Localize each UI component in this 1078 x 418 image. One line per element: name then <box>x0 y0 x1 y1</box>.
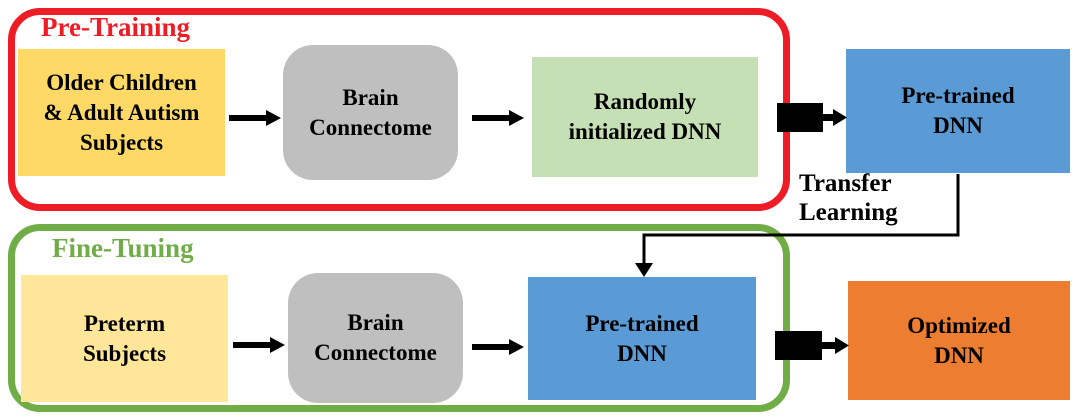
box-pretrained-dnn-output: Pre-trained DNN <box>846 49 1070 173</box>
box-randomly-initialized-dnn: Randomly initialized DNN <box>532 57 758 177</box>
pretraining-label: Pre-Training <box>41 12 190 42</box>
box-preterm-subjects: Preterm Subjects <box>21 275 228 402</box>
box-autism-subjects: Older Children & Adult Autism Subjects <box>18 49 225 176</box>
finetuning-label: Fine-Tuning <box>52 233 194 263</box>
box-brain-connectome-finetuning: Brain Connectome <box>288 273 463 403</box>
transfer-learning-label: Transfer Learning <box>799 170 898 226</box>
finetuning-frame <box>8 224 790 412</box>
box-brain-connectome-pretraining: Brain Connectome <box>283 45 458 180</box>
box-pretrained-dnn-input: Pre-trained DNN <box>528 277 756 400</box>
box-optimized-dnn: Optimized DNN <box>848 281 1070 400</box>
